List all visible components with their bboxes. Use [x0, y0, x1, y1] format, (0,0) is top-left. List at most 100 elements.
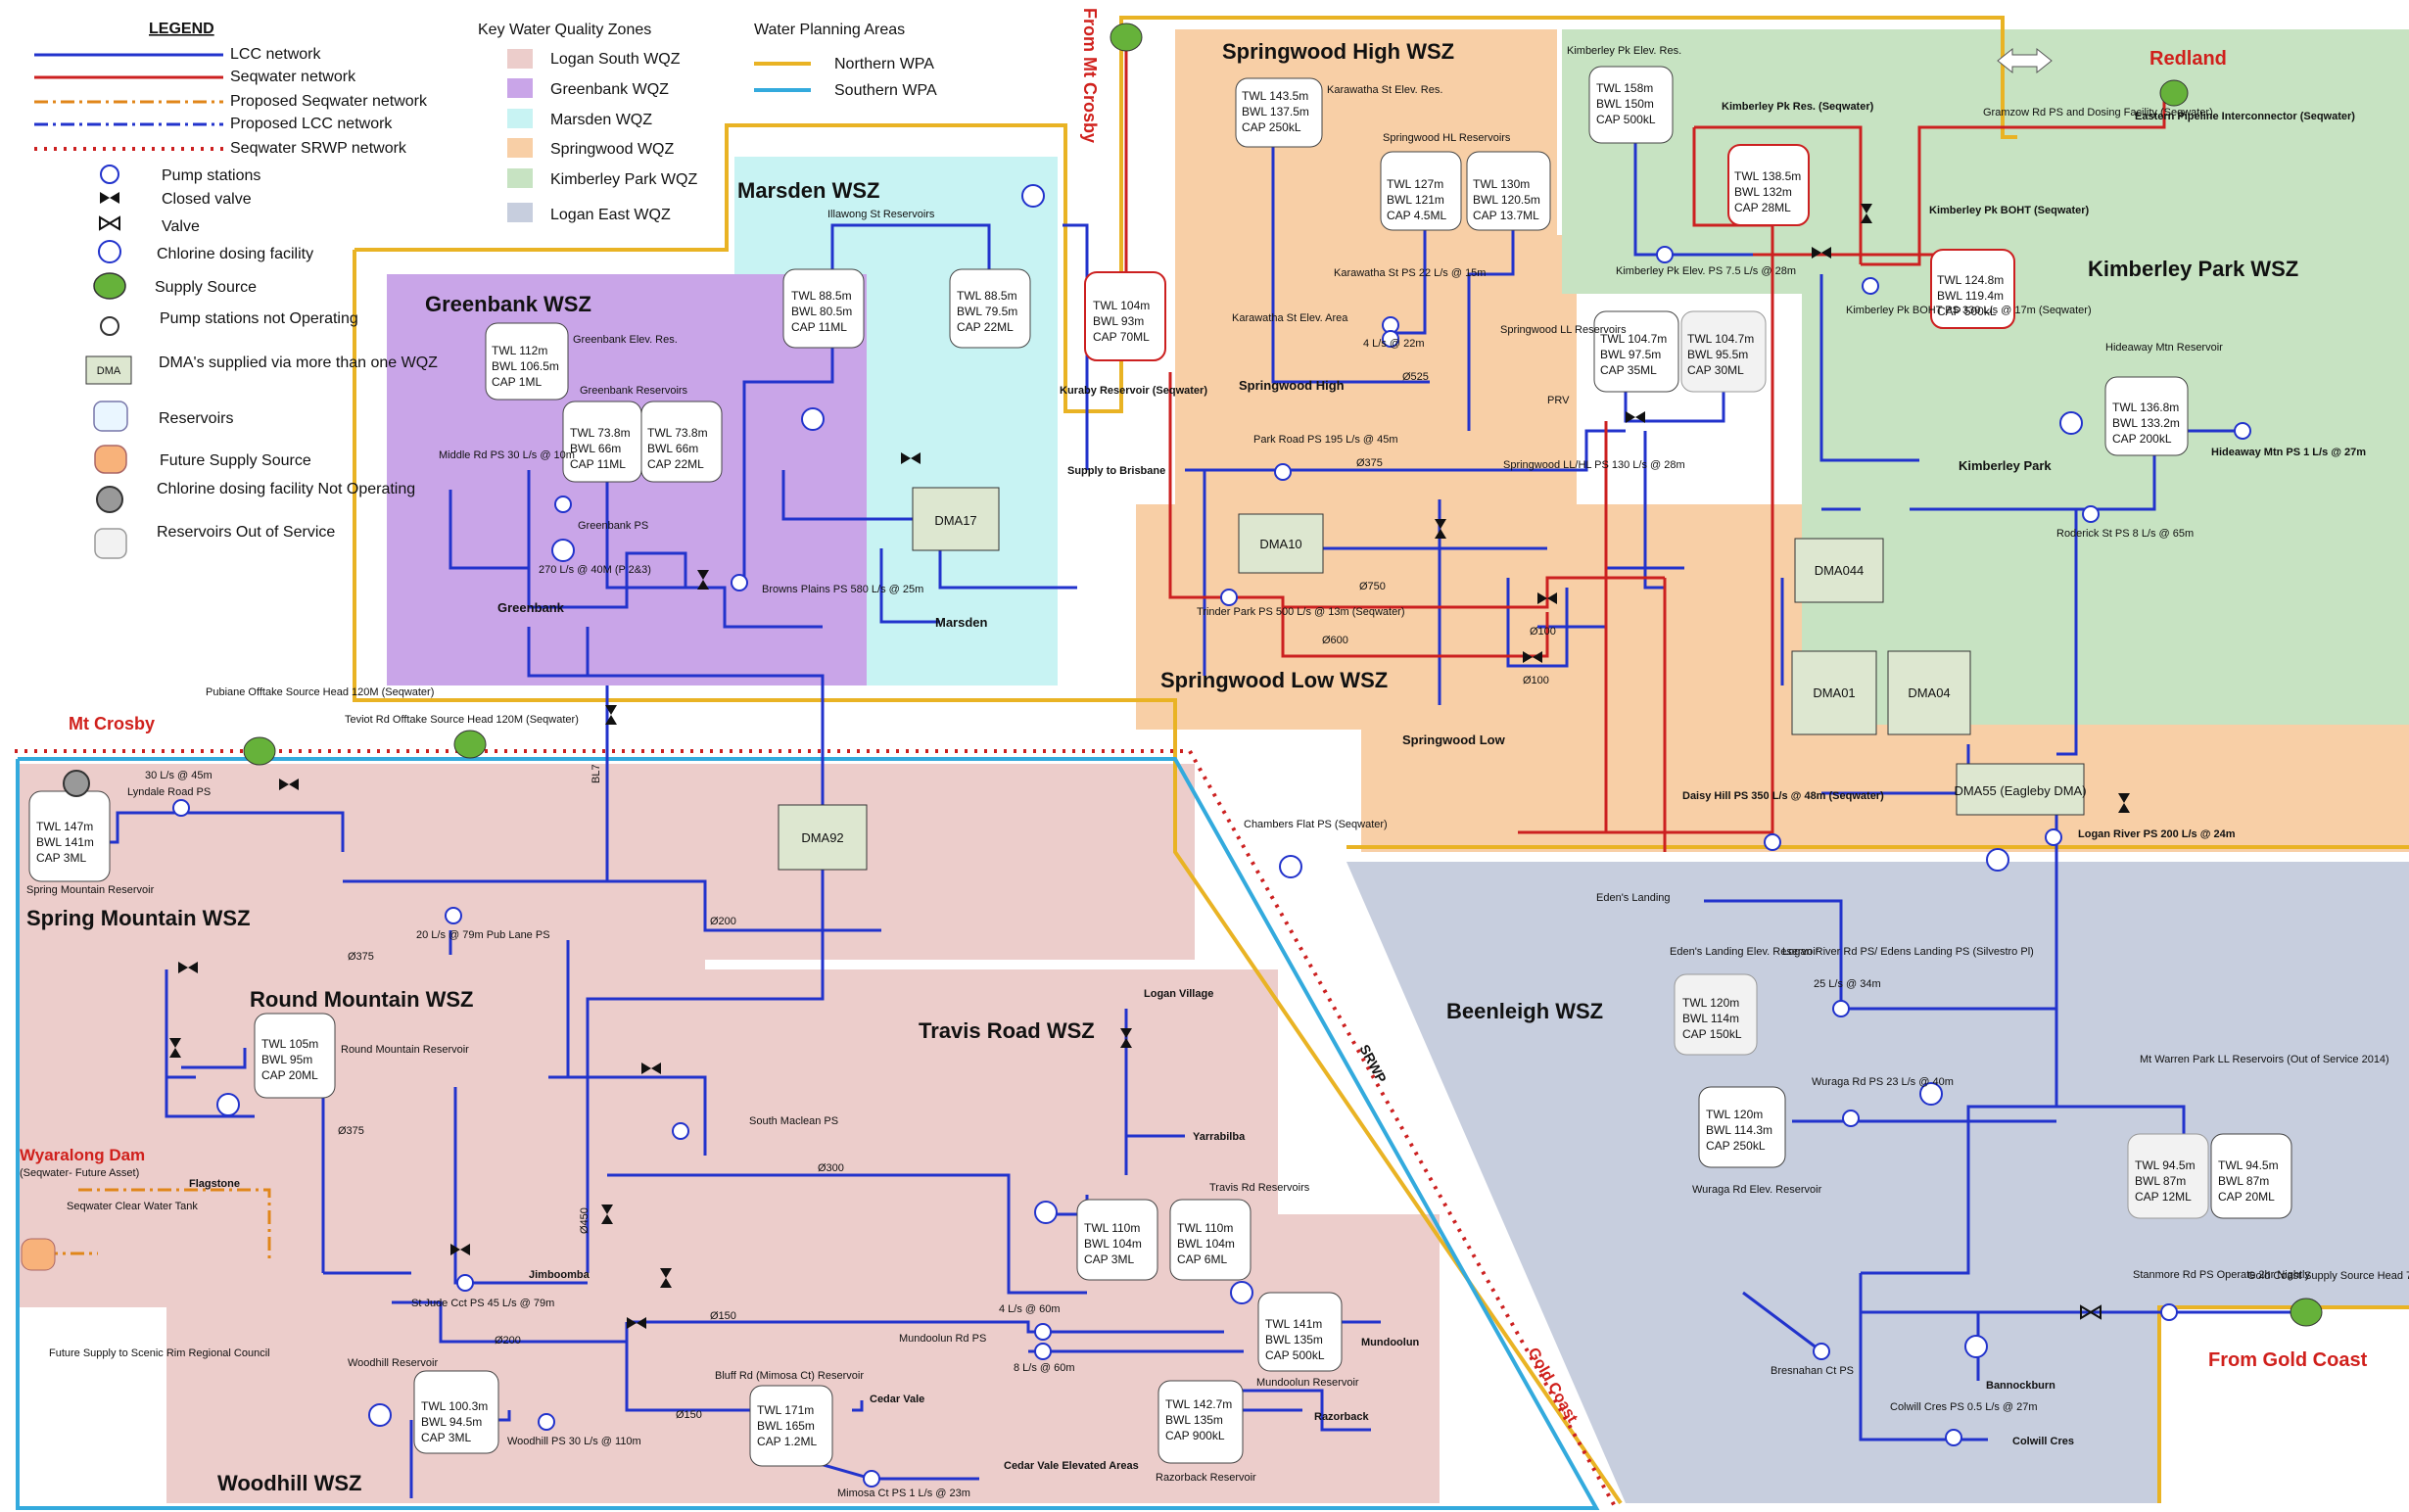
wqz-greenbank: Greenbank WQZ	[550, 81, 669, 98]
label-srwp: SRWP	[1356, 1042, 1390, 1085]
reservoir-mtwarren1: TWL 94.5m BWL 87m CAP 12ML	[2128, 1134, 2208, 1218]
wpa-title: Water Planning Areas	[754, 22, 905, 38]
chlorine-dosing-icon	[1231, 1282, 1252, 1303]
label: Karawatha St Elev. Area	[1232, 312, 1348, 324]
label: Kimberley Pk BOHT PS 330 L/s @ 17m (Seqw…	[1846, 305, 2092, 316]
label: Mundoolun Rd PS	[899, 1333, 986, 1345]
label: Woodhill Reservoir	[348, 1357, 438, 1369]
pump-station-icon	[2046, 829, 2061, 845]
svg-text:BWL 137.5m: BWL 137.5m	[1242, 105, 1309, 118]
label: Mt Warren Park LL Reservoirs (Out of Ser…	[2140, 1054, 2389, 1065]
label-wyaralong: Wyaralong Dam	[20, 1146, 145, 1164]
legend-dma-label: DMA's supplied via more than one WQZ	[159, 354, 438, 371]
svg-text:TWL 141m: TWL 141m	[1265, 1317, 1322, 1331]
svg-text:BWL 94.5m: BWL 94.5m	[421, 1415, 482, 1429]
label: Mimosa Ct PS 1 L/s @ 23m	[837, 1488, 970, 1499]
label-redland: Redland	[2149, 48, 2227, 70]
chlorine-dosing-icon	[369, 1404, 391, 1426]
svg-text:TWL 112m: TWL 112m	[492, 344, 547, 357]
label: Marsden	[935, 615, 988, 630]
label: Karawatha St Elev. Res.	[1327, 84, 1442, 96]
svg-text:TWL 158m: TWL 158m	[1596, 81, 1653, 95]
svg-text:TWL 94.5m: TWL 94.5m	[2218, 1158, 2279, 1172]
label: Flagstone	[189, 1178, 240, 1190]
supply-source-redland	[2160, 80, 2188, 106]
label-gramzow: Gramzow Rd PS and Dosing Facility (Seqwa…	[1983, 107, 2213, 118]
svg-text:CAP 250kL: CAP 250kL	[1242, 120, 1301, 134]
title-springwood-low: Springwood Low WSZ	[1160, 668, 1388, 692]
chlorine-dosing-icon	[2060, 412, 2082, 434]
reservoir-kp-res: TWL 138.5m BWL 132m CAP 28ML	[1728, 145, 1809, 225]
chlorine-dosing-icon	[217, 1094, 239, 1115]
label: Springwood LL/HL PS 130 L/s @ 28m	[1503, 459, 1685, 471]
svg-text:BWL 165m: BWL 165m	[757, 1419, 815, 1433]
label: Wuraga Rd Elev. Reservoir	[1692, 1184, 1822, 1196]
label: Mundoolun Reservoir	[1256, 1377, 1359, 1389]
wqz-springwood: Springwood WQZ	[550, 141, 674, 158]
label: Springwood HL Reservoirs	[1383, 132, 1511, 144]
svg-text:CAP 22ML: CAP 22ML	[647, 457, 704, 471]
svg-text:CAP 11ML: CAP 11ML	[791, 320, 847, 334]
supply-source-gold-coast	[2291, 1299, 2322, 1326]
legend-supply-label: Supply Source	[155, 279, 257, 296]
svg-text:BWL 104m: BWL 104m	[1084, 1237, 1142, 1251]
svg-text:BWL 132m: BWL 132m	[1734, 185, 1792, 199]
reservoir-razorback: TWL 142.7m BWL 135m CAP 900kL	[1158, 1381, 1243, 1463]
reservoir-kp-elev: TWL 158m BWL 150m CAP 500kL	[1589, 67, 1673, 143]
wqz-swatch-springwood	[507, 138, 533, 158]
title-woodhill: Woodhill WSZ	[217, 1471, 361, 1495]
title-spring-mountain: Spring Mountain WSZ	[26, 906, 251, 930]
svg-text:CAP 6ML: CAP 6ML	[1177, 1252, 1227, 1266]
svg-text:CAP 11ML: CAP 11ML	[570, 457, 626, 471]
svg-text:BWL 120.5m: BWL 120.5m	[1473, 193, 1540, 207]
label: Cedar Vale Elevated Areas	[1004, 1460, 1139, 1472]
svg-text:BWL 97.5m: BWL 97.5m	[1600, 348, 1661, 361]
label: BL7	[590, 764, 602, 783]
legend-srwp-label: Seqwater SRWP network	[230, 140, 407, 157]
svg-text:TWL 147m: TWL 147m	[36, 820, 93, 833]
label: Wuraga Rd PS 23 L/s @ 40m	[1812, 1076, 1954, 1088]
reservoir-round-mtn: TWL 105m BWL 95m CAP 20ML	[255, 1014, 335, 1098]
svg-text:TWL 127m: TWL 127m	[1387, 177, 1443, 191]
svg-text:BWL 93m: BWL 93m	[1093, 314, 1144, 328]
pump-station-icon	[1275, 464, 1291, 480]
chlorine-not-operating-icon	[97, 487, 122, 512]
svg-text:BWL 106.5m: BWL 106.5m	[492, 359, 559, 373]
pump-station-icon	[1657, 247, 1673, 262]
pump-station-icon	[1946, 1430, 1961, 1445]
svg-text:CAP 70ML: CAP 70ML	[1093, 330, 1150, 344]
label: Ø600	[1322, 635, 1348, 646]
wpa-southern: Southern WPA	[834, 82, 937, 99]
label: Kimberley Pk Elev. PS 7.5 L/s @ 28m	[1616, 265, 1796, 277]
reservoir-mtwarren2: TWL 94.5m BWL 87m CAP 20ML	[2211, 1134, 2291, 1218]
svg-text:TWL 110m: TWL 110m	[1177, 1221, 1233, 1235]
label: Springwood LL Reservoirs	[1500, 324, 1627, 336]
reservoir-gb2: TWL 73.8m BWL 66m CAP 22ML	[641, 402, 722, 482]
svg-text:BWL 95m: BWL 95m	[261, 1053, 312, 1066]
svg-text:BWL 87m: BWL 87m	[2135, 1174, 2186, 1188]
reservoir-hideaway: TWL 136.8m BWL 133.2m CAP 200kL	[2105, 377, 2188, 455]
chlorine-dosing-icon	[1987, 849, 2008, 871]
dma01-label: DMA01	[1813, 685, 1855, 700]
label: Hideaway Mtn Reservoir	[2105, 342, 2223, 354]
svg-text:BWL 135m: BWL 135m	[1265, 1333, 1323, 1347]
reservoir-sw-hl2: TWL 130m BWL 120.5m CAP 13.7ML	[1467, 152, 1550, 230]
legend-future-supply-label: Future Supply Source	[160, 452, 311, 469]
svg-text:BWL 66m: BWL 66m	[570, 442, 621, 455]
dma044-label: DMA044	[1815, 563, 1865, 578]
label: Cedar Vale	[870, 1394, 924, 1405]
label: Logan River Rd PS/ Edens Landing PS (Sil…	[1782, 946, 2034, 958]
title-marsden: Marsden WSZ	[737, 178, 879, 203]
title-round-mountain: Round Mountain WSZ	[250, 987, 474, 1012]
svg-text:BWL 87m: BWL 87m	[2218, 1174, 2269, 1188]
reservoir-travis2: TWL 110m BWL 104m CAP 6ML	[1170, 1200, 1251, 1280]
legend-seq-label: Seqwater network	[230, 69, 356, 85]
supply-source-pubiane	[244, 737, 275, 765]
chlorine-dosing-icon	[1965, 1336, 1987, 1357]
pump-station-icon	[457, 1275, 473, 1291]
pump-station-icon	[1863, 278, 1878, 294]
title-kimberley-park: Kimberley Park WSZ	[2088, 257, 2298, 281]
reservoir-woodhill: TWL 100.3m BWL 94.5m CAP 3ML	[414, 1371, 498, 1453]
